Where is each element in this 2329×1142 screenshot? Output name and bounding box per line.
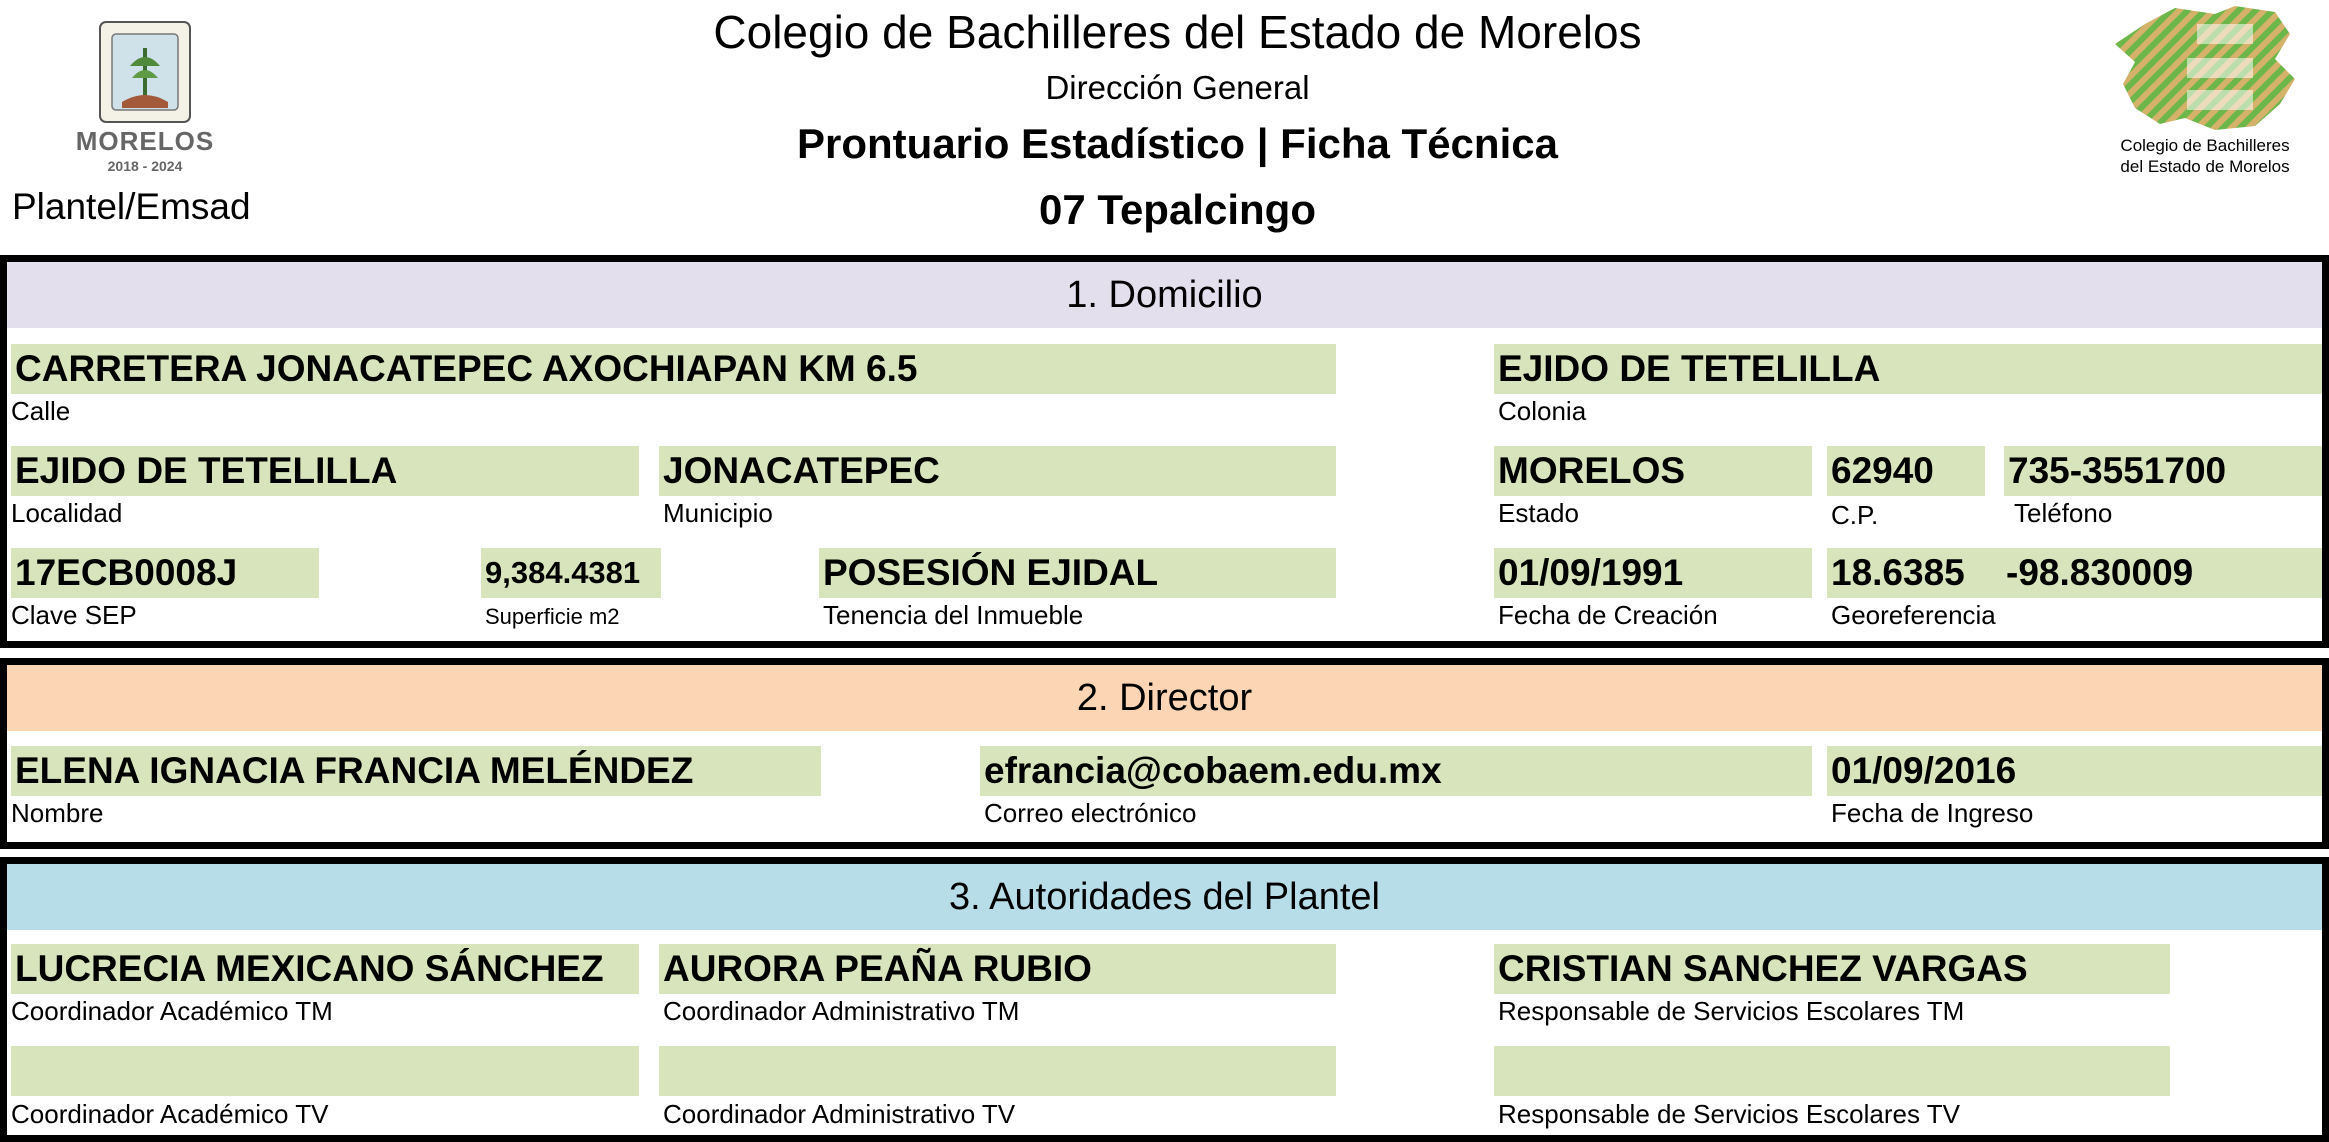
- cobaem-logo: Colegio de Bachilleres del Estado de Mor…: [2095, 4, 2315, 180]
- estado-value: MORELOS: [1494, 446, 1812, 496]
- plantel-name: 07 Tepalcingo: [1039, 186, 1316, 233]
- estado-label: Estado: [1498, 498, 1579, 528]
- georeferencia-label: Georeferencia: [1831, 600, 1996, 630]
- tenencia-value: POSESIÓN EJIDAL: [819, 548, 1336, 598]
- director-correo-label: Correo electrónico: [984, 798, 1197, 828]
- morelos-seal-icon: [99, 21, 191, 123]
- morelos-logo-name: MORELOS: [75, 126, 215, 156]
- coord-academico-tv-value: [11, 1046, 639, 1096]
- institution-title: Colegio de Bachilleres del Estado de Mor…: [713, 6, 1642, 58]
- morelos-logo: MORELOS 2018 - 2024: [60, 18, 230, 178]
- director-section: 2. Director ELENA IGNACIA FRANCIA MELÉND…: [0, 658, 2329, 849]
- calle-value: CARRETERA JONACATEPEC AXOCHIAPAN KM 6.5: [11, 344, 1336, 394]
- longitude: -98.830009: [2006, 552, 2194, 593]
- cobaem-map-icon: [2115, 6, 2295, 130]
- servicios-tv-label: Responsable de Servicios Escolares TV: [1498, 1099, 1960, 1129]
- colonia-value: EJIDO DE TETELILLA: [1494, 344, 2322, 394]
- clave-sep-value: 17ECB0008J: [11, 548, 319, 598]
- autoridades-section: 3. Autoridades del Plantel LUCRECIA MEXI…: [0, 857, 2329, 1142]
- coord-admin-tm-label: Coordinador Administrativo TM: [663, 996, 1020, 1026]
- municipio-value: JONACATEPEC: [659, 446, 1336, 496]
- localidad-label: Localidad: [11, 498, 123, 528]
- coord-admin-tv-label: Coordinador Administrativo TV: [663, 1099, 1016, 1129]
- telefono-value: 735-3551700: [2004, 446, 2322, 496]
- institution-subtitle: Dirección General: [1045, 69, 1310, 106]
- servicios-tv-value: [1494, 1046, 2170, 1096]
- document-title: Prontuario Estadístico | Ficha Técnica: [797, 120, 1558, 167]
- superficie-label: Superficie m2: [485, 604, 620, 629]
- director-fecha-ingreso-value: 01/09/2016: [1827, 746, 2322, 796]
- telefono-label: Teléfono: [2014, 498, 2113, 528]
- morelos-logo-years: 2018 - 2024: [107, 158, 183, 174]
- cobaem-logo-line1: Colegio de Bachilleres: [2120, 136, 2290, 155]
- domicilio-section: 1. Domicilio CARRETERA JONACATEPEC AXOCH…: [0, 255, 2329, 648]
- cp-value: 62940: [1827, 446, 1985, 496]
- colonia-label: Colonia: [1498, 396, 1587, 426]
- cobaem-logo-line2: del Estado de Morelos: [2120, 157, 2290, 176]
- superficie-value: 9,384.4381: [481, 548, 661, 598]
- fecha-creacion-label: Fecha de Creación: [1498, 600, 1718, 630]
- cp-label: C.P.: [1831, 500, 1879, 530]
- director-fecha-ingreso-label: Fecha de Ingreso: [1831, 798, 2034, 828]
- servicios-tm-label: Responsable de Servicios Escolares TM: [1498, 996, 1965, 1026]
- autoridades-heading: 3. Autoridades del Plantel: [7, 864, 2322, 930]
- director-heading: 2. Director: [7, 665, 2322, 731]
- director-nombre-label: Nombre: [11, 798, 104, 828]
- plantel-label: Plantel/Emsad: [12, 186, 251, 227]
- director-correo-value: efrancia@cobaem.edu.mx: [980, 746, 1812, 796]
- tenencia-label: Tenencia del Inmueble: [823, 600, 1084, 630]
- clave-sep-label: Clave SEP: [11, 600, 137, 630]
- fecha-creacion-value: 01/09/1991: [1494, 548, 1812, 598]
- coord-academico-tm-value: LUCRECIA MEXICANO SÁNCHEZ: [11, 944, 639, 994]
- servicios-tm-value: CRISTIAN SANCHEZ VARGAS: [1494, 944, 2170, 994]
- georeferencia-value: 18.6385 -98.830009: [1827, 548, 2322, 598]
- coord-admin-tv-value: [659, 1046, 1336, 1096]
- coord-academico-tm-label: Coordinador Académico TM: [11, 996, 333, 1026]
- director-nombre-value: ELENA IGNACIA FRANCIA MELÉNDEZ: [11, 746, 821, 796]
- coord-academico-tv-label: Coordinador Académico TV: [11, 1099, 329, 1129]
- latitude: 18.6385: [1831, 552, 1965, 593]
- coord-admin-tm-value: AURORA PEAÑA RUBIO: [659, 944, 1336, 994]
- domicilio-heading: 1. Domicilio: [7, 262, 2322, 328]
- calle-label: Calle: [11, 396, 71, 426]
- municipio-label: Municipio: [663, 498, 773, 528]
- localidad-value: EJIDO DE TETELILLA: [11, 446, 639, 496]
